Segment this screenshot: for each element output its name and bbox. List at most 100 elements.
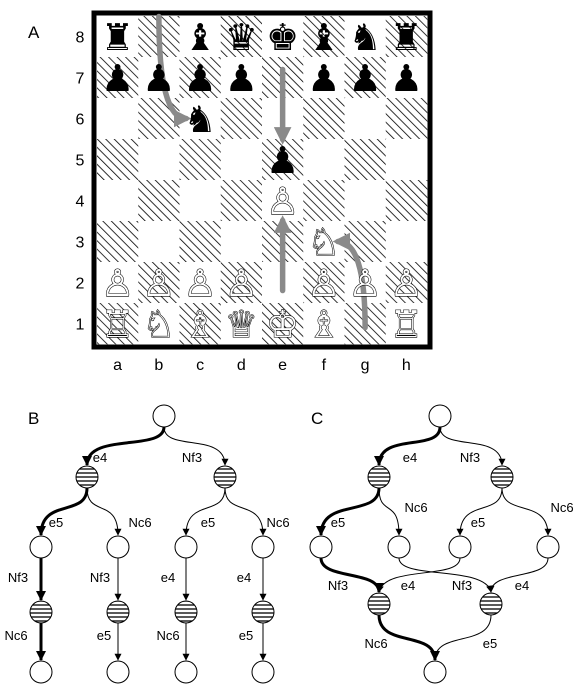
tree-b-node-l4 [251, 660, 275, 684]
piece-black-d8: ♛ [225, 16, 258, 59]
square-d1 [220, 303, 263, 345]
panel-label-a: A [28, 23, 40, 42]
panel-label-b: B [28, 409, 39, 428]
piece-white-c1: ♗ [184, 303, 217, 346]
square-e5 [262, 139, 304, 181]
square-g7 [344, 57, 387, 99]
graph-c-edge-nf3e5-m1 [376, 557, 461, 593]
tree-b-edge-label-e4nc6-b2: Nf3 [90, 570, 110, 585]
tree-b-node-l3 [174, 660, 198, 684]
graph-c-edge-root-nf3 [439, 426, 506, 466]
square-a8 [97, 16, 139, 58]
tree-b-node-e4 [75, 465, 99, 489]
piece-white-c2: ♙ [184, 262, 217, 305]
tree-b-node-nf3nc6 [251, 535, 275, 559]
piece-white-a1: ♖ [101, 303, 134, 346]
tree-b-edge-label-b3-l3: Nc6 [156, 628, 179, 643]
tree-b-node-e4e5 [29, 535, 53, 559]
piece-white-f1: ♗ [307, 303, 340, 346]
piece-white-a2: ♙ [101, 262, 134, 305]
piece-black-e5: ♟ [266, 139, 299, 182]
tree-b-node-b3 [174, 600, 198, 624]
graph-c-node-root [428, 404, 452, 428]
graph-c-node-e4e5 [309, 535, 333, 559]
square-f7 [303, 57, 345, 99]
file-label-g: g [361, 357, 370, 374]
graph-c-edge-nf3-nf3nc6 [501, 487, 552, 536]
piece-black-f8: ♝ [307, 16, 340, 59]
graph-c-edge-e4nc6-m2 [398, 557, 494, 593]
file-label-b: b [154, 357, 163, 374]
graph-c-node-m2 [479, 592, 503, 616]
file-label-h: h [402, 357, 411, 374]
piece-black-g8: ♞ [349, 16, 382, 59]
graph-c-edge-root-e4 [374, 426, 442, 466]
square-d6 [220, 98, 263, 140]
graph-c-edge-label-m1-end: Nc6 [364, 636, 387, 651]
square-b3 [138, 221, 180, 263]
square-f1 [303, 303, 345, 345]
piece-white-g2: ♙ [349, 262, 382, 305]
rank-label-2: 2 [76, 276, 85, 293]
move-arrow-b8-c6 [156, 13, 192, 128]
tree-b-edge-label-e4e5-b1: Nf3 [8, 570, 28, 585]
graph-c-edge-label-m2-end: e5 [483, 636, 497, 651]
graph-c-edge-label-nf3e5-m1: e4 [401, 578, 415, 593]
square-b2 [138, 262, 180, 304]
square-g6 [344, 98, 387, 140]
graph-c-node-m1 [367, 592, 391, 616]
board-squares [97, 16, 428, 345]
piece-white-f3: ♘ [307, 221, 340, 264]
square-g4 [344, 180, 387, 222]
square-e8 [262, 16, 304, 58]
piece-black-a8: ♜ [101, 16, 134, 59]
square-b6 [138, 98, 180, 140]
square-e4 [262, 180, 304, 222]
tree-b-nodes [29, 404, 275, 684]
piece-white-f2: ♙ [307, 262, 340, 305]
square-f6 [303, 98, 345, 140]
tree-b-edge-label-e4-e4nc6: Nc6 [128, 515, 151, 530]
move-arrow-g1-f3 [332, 232, 368, 331]
piece-black-c8: ♝ [184, 16, 217, 59]
graph-c-edge-label-nf3-nf3e5: e5 [471, 515, 485, 530]
graph-c-node-nf3e5 [448, 535, 472, 559]
piece-black-e8: ♚ [266, 16, 299, 59]
tree-b-edge-root-nf3 [163, 426, 229, 466]
graph-c-edge-e4-e4e5 [316, 487, 381, 536]
square-h6 [385, 98, 428, 140]
tree-b-edge-e4-e4nc6 [86, 487, 122, 536]
graph-c-node-end [423, 660, 447, 684]
piece-white-e4: ♙ [266, 180, 299, 223]
square-a5 [97, 139, 139, 181]
tree-b-node-b4 [251, 600, 275, 624]
tree-b-node-l1 [29, 660, 53, 684]
graph-c-node-nf3 [490, 465, 514, 489]
file-label-d: d [237, 357, 246, 374]
square-d8 [220, 16, 263, 58]
square-e1 [262, 303, 304, 345]
square-h8 [385, 16, 428, 58]
piece-black-h7: ♟ [390, 57, 423, 100]
square-c2 [179, 262, 222, 304]
square-b4 [138, 180, 180, 222]
graph-c-edge-nf3-nf3e5 [456, 487, 503, 536]
square-f5 [303, 139, 345, 181]
graph-c-edge-e4-e4nc6 [378, 487, 403, 536]
square-h4 [385, 180, 428, 222]
square-c4 [179, 180, 222, 222]
graph-c-node-e4nc6 [387, 535, 411, 559]
square-c1 [179, 303, 222, 345]
tree-b-edge-label-b2-l2: e5 [97, 628, 111, 643]
square-a2 [97, 262, 139, 304]
piece-white-b1: ♘ [142, 303, 175, 346]
square-h7 [385, 57, 428, 99]
square-f8 [303, 16, 345, 58]
tree-b-edge-root-e4 [82, 426, 166, 466]
square-h2 [385, 262, 428, 304]
tree-b-node-nf3 [213, 465, 237, 489]
graph-c-edge-nf3nc6-m2 [487, 557, 549, 593]
